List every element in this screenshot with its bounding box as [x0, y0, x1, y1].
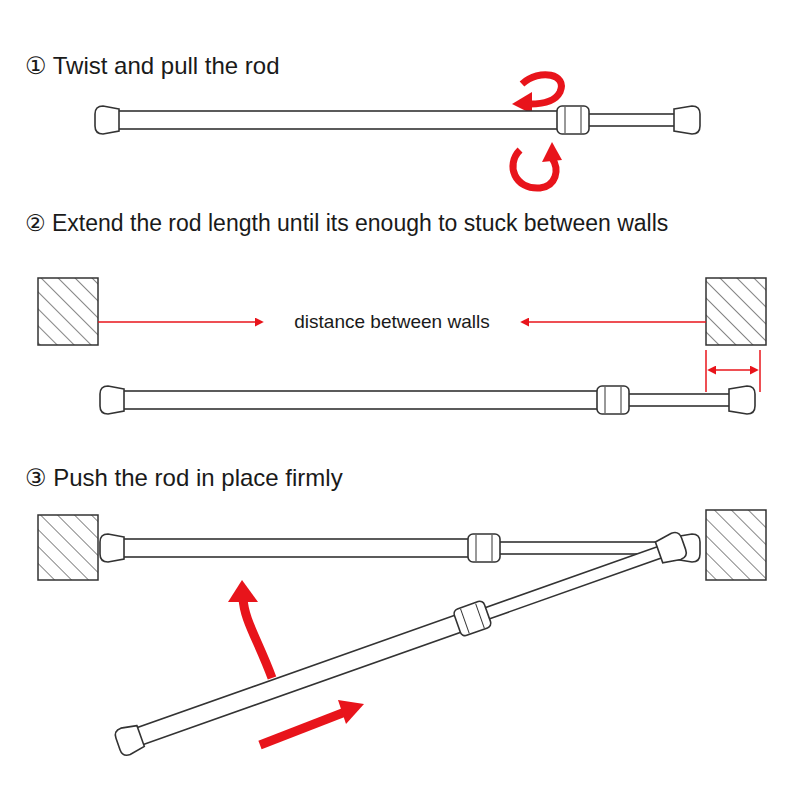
swing-arrow-head [228, 580, 258, 602]
push-arrow-head [338, 700, 364, 724]
extension-arrow [709, 369, 757, 371]
tension-rod [100, 534, 700, 562]
step-instruction: ② Extend the rod length until its enough… [25, 210, 668, 236]
dimension-arrow [522, 321, 706, 323]
swing-arrow [243, 598, 272, 678]
extension-line [759, 350, 761, 392]
wall [38, 278, 98, 345]
twist-arrow-head [542, 142, 562, 162]
wall [706, 278, 766, 345]
tension-rod [95, 106, 700, 134]
tension-rod [113, 531, 688, 758]
push-arrow [260, 712, 345, 745]
wall [38, 515, 98, 580]
step-instruction: ① Twist and pull the rod [25, 52, 280, 80]
extension-line [705, 350, 707, 392]
step-instruction: ③ Push the rod in place firmly [25, 464, 343, 492]
wall [706, 510, 766, 580]
dimension-arrow [98, 321, 262, 323]
dimension-label: distance between walls [290, 311, 493, 333]
tension-rod [100, 386, 755, 414]
